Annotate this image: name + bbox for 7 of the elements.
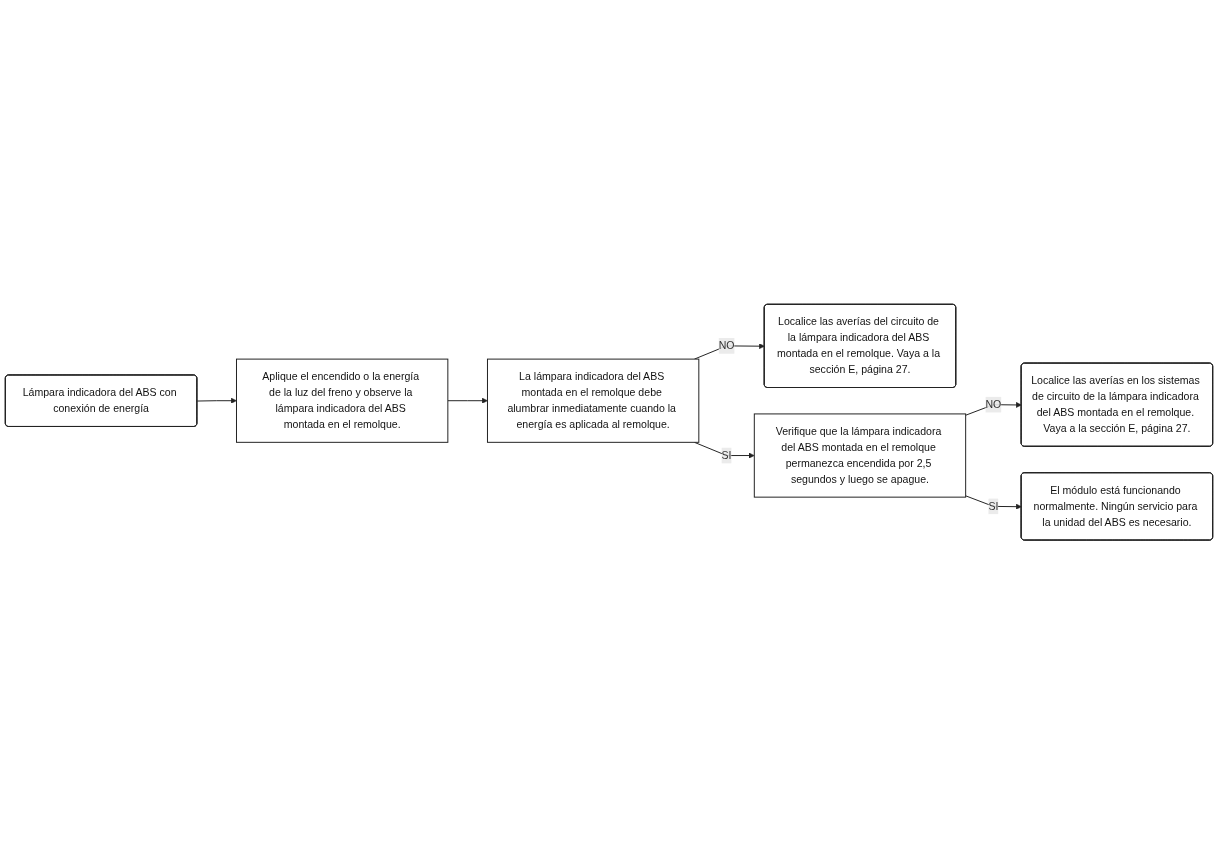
- node-box: La lámpara indicadora del ABS montada en el remolque debe alumbrar inmediatamente cuando la energía es aplicada al remolque.: [486, 358, 700, 443]
- node-box: Aplique el encendido o la energía de la luz del freno y observe la lámpara indicadora del ABS montada en el remolque.: [236, 358, 449, 443]
- node-box: Verifique que la lámpara indicadora del ABS montada en el remolque permanezca encendida por 2,5 segundos y luego se apague.: [753, 413, 967, 498]
- edge-label: NO: [985, 398, 1002, 410]
- edge-label: SI: [988, 500, 999, 512]
- edge-label: SI: [721, 449, 732, 461]
- edge-label: NO: [718, 339, 735, 351]
